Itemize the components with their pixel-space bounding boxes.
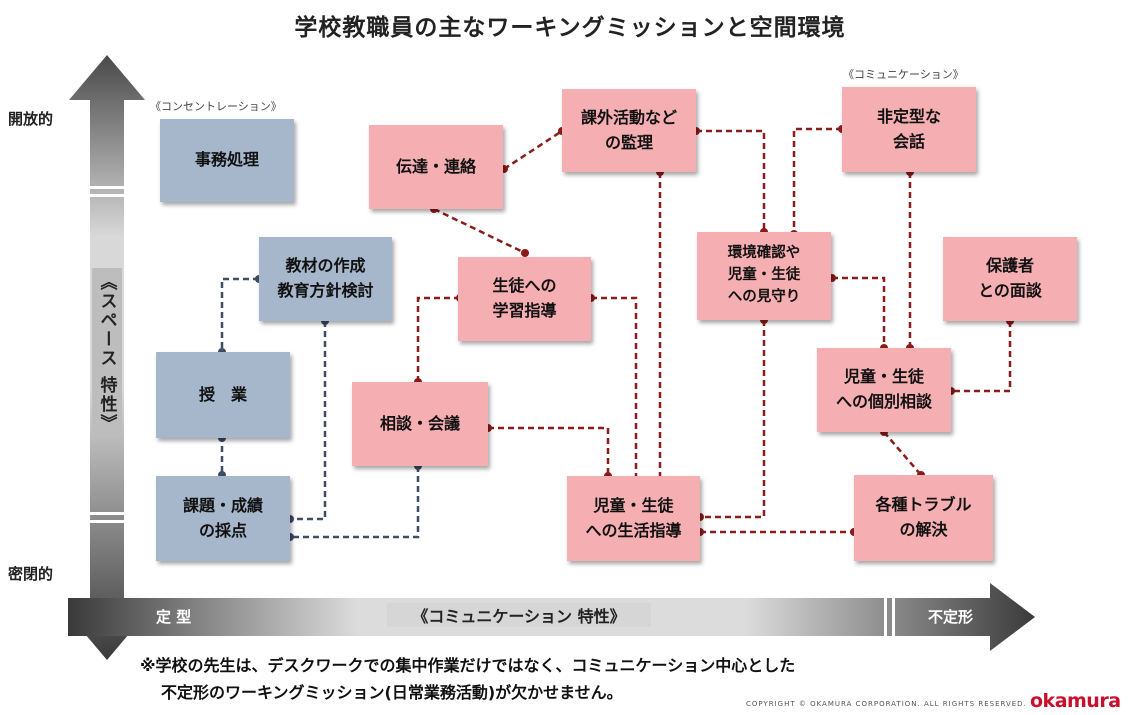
x-axis-left-label: 定 型 <box>156 608 192 626</box>
connector-kankyo-seikatsu <box>700 320 766 519</box>
connector-hiteikei-kankyo <box>792 127 842 234</box>
connector-kyozai-jugyo <box>220 277 259 352</box>
y-axis-bottom-label: 密閉的 <box>8 565 54 583</box>
connector-kagai-kankyo <box>696 129 766 232</box>
y-axis-top-label: 開放的 <box>8 110 54 128</box>
concentration-note: 《コンセントレーション》 <box>150 100 282 113</box>
node-jugyo: 授 業 <box>156 352 290 438</box>
node-trouble: 各種トラブル の解決 <box>854 475 993 561</box>
connector-seito-seikatsu <box>591 296 638 480</box>
connector-hogosha-kobetsu <box>951 321 1012 393</box>
connector-dentatsu-seito <box>433 207 526 255</box>
communication-note: 《コミュニケーション》 <box>843 68 964 81</box>
node-hiteikei: 非定型な 会話 <box>842 87 976 172</box>
connector-seito-sodan <box>416 296 460 382</box>
page-title: 学校教職員の主なワーキングミッションと空間環境 <box>294 15 846 41</box>
node-jimu: 事務処理 <box>160 119 294 202</box>
connector-sodan-kadai <box>290 466 420 539</box>
node-sodan: 相談・会議 <box>352 382 488 466</box>
node-dentatsu: 伝達・連絡 <box>369 125 503 209</box>
connector-dentatsu-kagai <box>503 129 563 171</box>
node-kadai: 課題・成績 の採点 <box>156 476 290 561</box>
connector-kobetsu-trouble <box>883 431 922 476</box>
node-kobetsu: 児童・生徒 への個別相談 <box>817 348 951 432</box>
x-axis-title: 《コミュニケーション 特性》 <box>387 603 651 627</box>
node-hogosha: 保護者 との面談 <box>943 237 1077 321</box>
node-kyozai: 教材の作成 教育方針検討 <box>259 237 392 321</box>
copyright-text: COPYRIGHT © OKAMURA CORPORATION. ALL RIG… <box>746 700 1027 708</box>
connector-sodan-seikatsu <box>488 426 610 476</box>
footnote-line1: ※学校の先生は、デスクワークでの集中作業だけではなく、コミュニケーション中心とし… <box>140 656 796 675</box>
node-kagai: 課外活動など の監理 <box>562 89 696 172</box>
x-axis-right-label: 不定形 <box>928 608 974 626</box>
node-seito-gakushu: 生徒への 学習指導 <box>458 257 591 341</box>
node-kankyo: 環境確認や 児童・生徒 への見守り <box>697 232 831 320</box>
connector-kyozai-kadai <box>290 321 327 521</box>
okamura-logo: okamura <box>1030 690 1121 712</box>
y-axis-title: 《スペース 特性》 <box>92 268 122 438</box>
node-seikatsu: 児童・生徒 への生活指導 <box>567 476 700 561</box>
footnote-line2: 不定形のワーキングミッション(日常業務活動)が欠かせません。 <box>161 683 623 702</box>
connector-kankyo-kobetsu <box>832 276 886 348</box>
